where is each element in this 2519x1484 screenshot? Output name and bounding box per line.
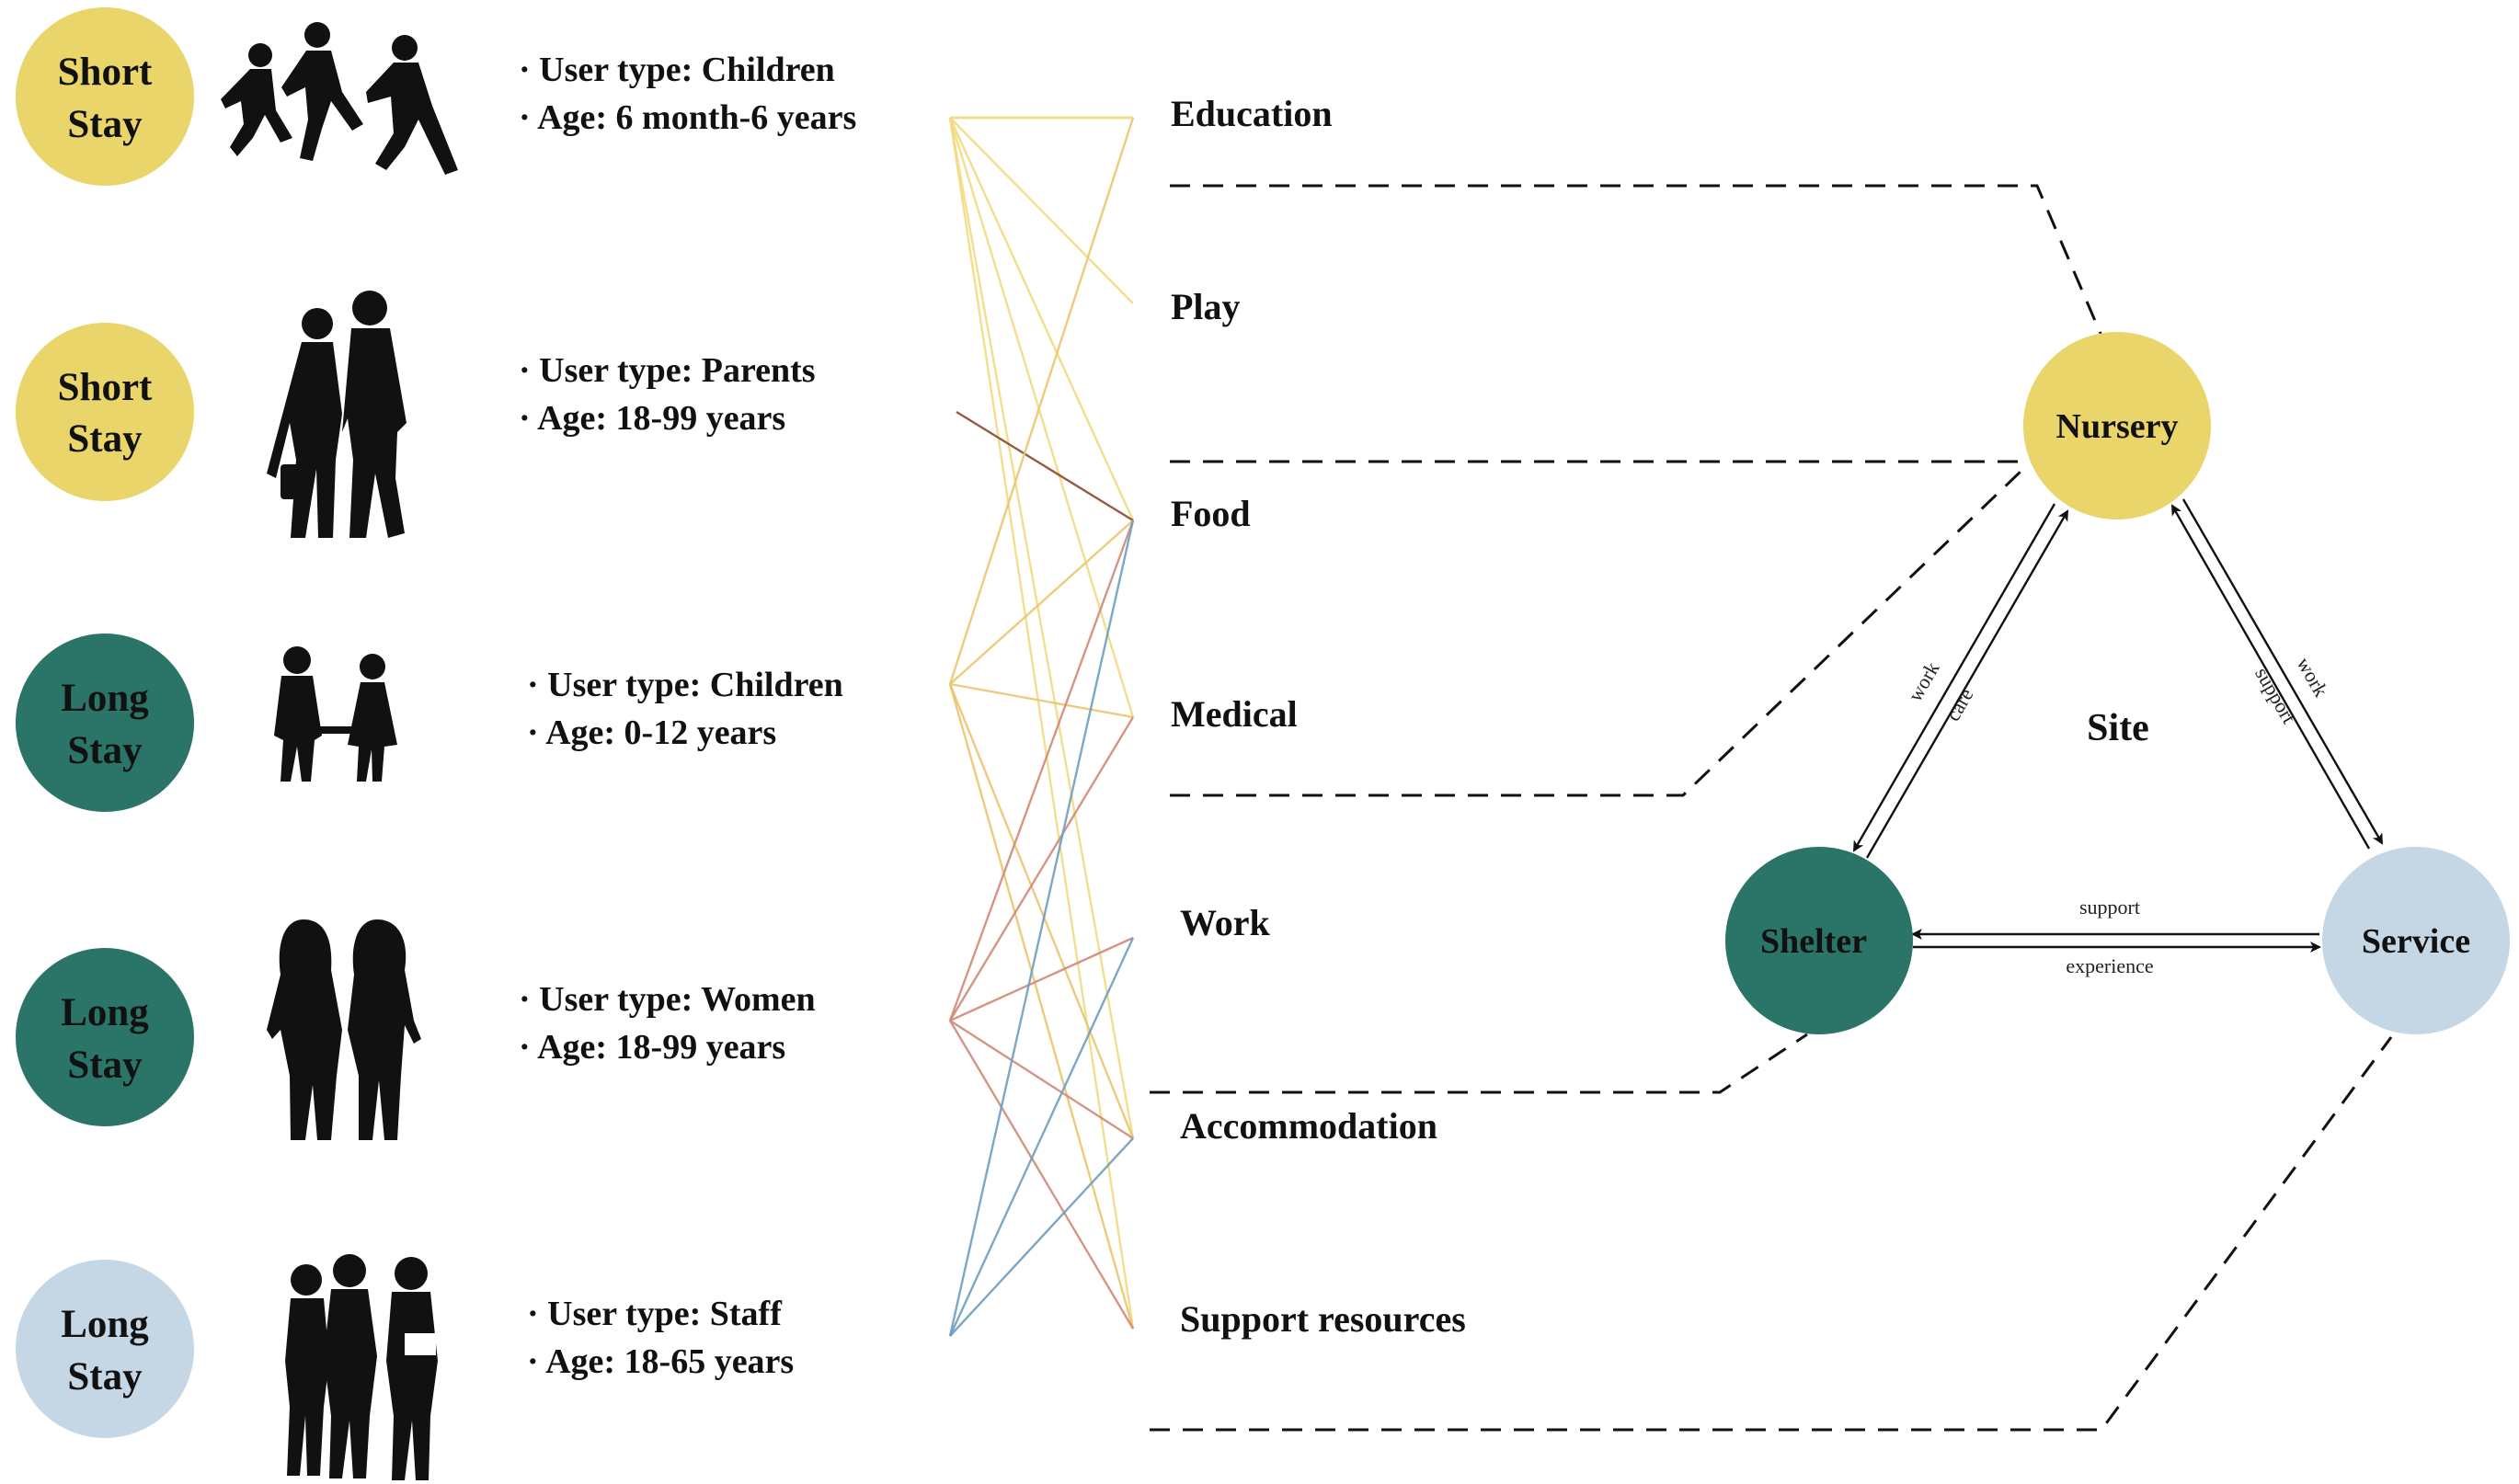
dashed-connector-accommodation <box>1150 1033 1808 1094</box>
stay-badge <box>16 948 194 1126</box>
children-holding-hands-silhouette-icon <box>274 646 397 782</box>
user-need-link <box>948 117 1135 1139</box>
arrow-nursery-to-service <box>2181 498 2384 845</box>
user-type-text: · User type: Staff <box>527 1295 783 1333</box>
user-need-link <box>949 936 1134 1022</box>
nursery-circle <box>2023 332 2211 519</box>
need-label-medical: Medical <box>1171 693 1298 735</box>
stay-badge-line1: Short <box>58 366 153 409</box>
shelter-circle <box>1725 847 1913 1034</box>
running-children-silhouette-icon <box>221 22 458 175</box>
hub-nursery: Nursery <box>2023 332 2211 519</box>
user-need-link <box>949 1019 1134 1140</box>
user-need-link <box>948 683 1135 1330</box>
arrow-nursery-to-shelter <box>1852 503 2056 852</box>
user-type-text: · User type: Children <box>519 51 835 89</box>
stay-badge-line2: Stay <box>67 103 143 146</box>
staff-group-silhouette-icon <box>285 1254 438 1480</box>
user-need-link <box>948 117 1135 718</box>
need-label-play: Play <box>1171 286 1241 327</box>
user-need-link <box>949 1137 1134 1337</box>
arrow-shelter-to-nursery <box>1865 509 2069 859</box>
need-label-accommodation: Accommodation <box>1180 1105 1437 1147</box>
edge-label-work-right: work <box>2292 653 2332 701</box>
service-label: Service <box>2362 922 2470 961</box>
need-label-food: Food <box>1171 493 1251 534</box>
arrow-service-to-nursery <box>2170 504 2371 850</box>
need-label-support-resources: Support resources <box>1180 1298 1466 1340</box>
service-circle <box>2322 847 2510 1034</box>
user-type-text: · User type: Women <box>519 980 816 1019</box>
user-need-link <box>948 519 1135 1022</box>
stay-badge-line2: Stay <box>67 1355 143 1398</box>
user-need-link <box>948 117 1135 521</box>
edge-label-support-bottom: support <box>2079 896 2140 919</box>
needs-column: Education Play Food Medical Work Accommo… <box>1171 93 1466 1340</box>
user-age-text: · Age: 18-65 years <box>527 1342 794 1381</box>
stay-badge-line1: Long <box>61 677 149 720</box>
user-row: Long Stay · User type: Children · Age: 0… <box>16 634 843 812</box>
nursery-label: Nursery <box>2056 407 2179 446</box>
stay-badge-line1: Short <box>58 51 153 94</box>
user-need-link <box>948 937 1135 1337</box>
walking-couple-silhouette-icon <box>267 291 406 538</box>
hub-arrows <box>1852 498 2384 953</box>
dashed-connectors <box>1150 184 2393 1432</box>
user-need-link <box>949 519 1134 685</box>
stay-badge-line1: Long <box>61 991 149 1034</box>
dashed-connector-medical <box>1170 467 2025 797</box>
dashed-connector-education <box>1170 184 2103 337</box>
user-need-links <box>948 116 1135 1337</box>
user-row: Long Stay · User type: Women · Age: 18-9… <box>16 919 816 1140</box>
user-age-text: · Age: 18-99 years <box>519 399 785 438</box>
stay-badge <box>16 7 194 186</box>
user-age-text: · Age: 0-12 years <box>527 713 776 752</box>
user-need-link <box>948 519 1135 1337</box>
user-need-link <box>948 716 1135 1022</box>
user-type-text: · User type: Children <box>527 666 843 704</box>
shelter-label: Shelter <box>1760 922 1867 961</box>
stay-badge <box>16 1260 194 1438</box>
stay-badge-line2: Stay <box>67 729 143 772</box>
user-type-text: · User type: Parents <box>519 351 816 390</box>
edge-label-experience: experience <box>2066 954 2153 977</box>
stay-badge <box>16 323 194 501</box>
user-age-text: · Age: 18-99 years <box>519 1028 785 1067</box>
stay-badge-line1: Long <box>61 1303 149 1346</box>
user-row: Short Stay · User type: Parents · Age: 1… <box>16 291 816 538</box>
user-row: Short Stay · User type: Children · Age: … <box>16 7 856 186</box>
hub-shelter: Shelter <box>1725 847 1913 1034</box>
dashed-connector-support <box>1150 1036 2393 1432</box>
user-age-text: · Age: 6 month-6 years <box>519 98 856 137</box>
user-need-link <box>948 117 1135 685</box>
edge-label-support-right: support <box>2250 663 2301 727</box>
user-need-link <box>949 117 1134 304</box>
user-need-link <box>948 1020 1135 1330</box>
hub-service: Service <box>2322 847 2510 1034</box>
hub-edge-labels: work care work support support experienc… <box>1903 653 2332 977</box>
user-need-link <box>949 682 1134 719</box>
stay-badge-line2: Stay <box>67 1044 143 1087</box>
user-rows: Short Stay · User type: Children · Age: … <box>16 7 856 1480</box>
stay-badge <box>16 634 194 812</box>
two-women-silhouette-icon <box>267 919 421 1140</box>
user-need-link <box>948 117 1135 1330</box>
need-label-work: Work <box>1180 902 1271 943</box>
stay-badge-line2: Stay <box>67 417 143 461</box>
user-row: Long Stay · User type: Staff · Age: 18-6… <box>16 1254 794 1480</box>
user-need-link <box>948 683 1135 1139</box>
need-label-education: Education <box>1171 93 1333 134</box>
site-label: Site <box>2087 707 2149 749</box>
edge-label-work-left: work <box>1903 657 1943 705</box>
user-need-link <box>956 410 1134 522</box>
